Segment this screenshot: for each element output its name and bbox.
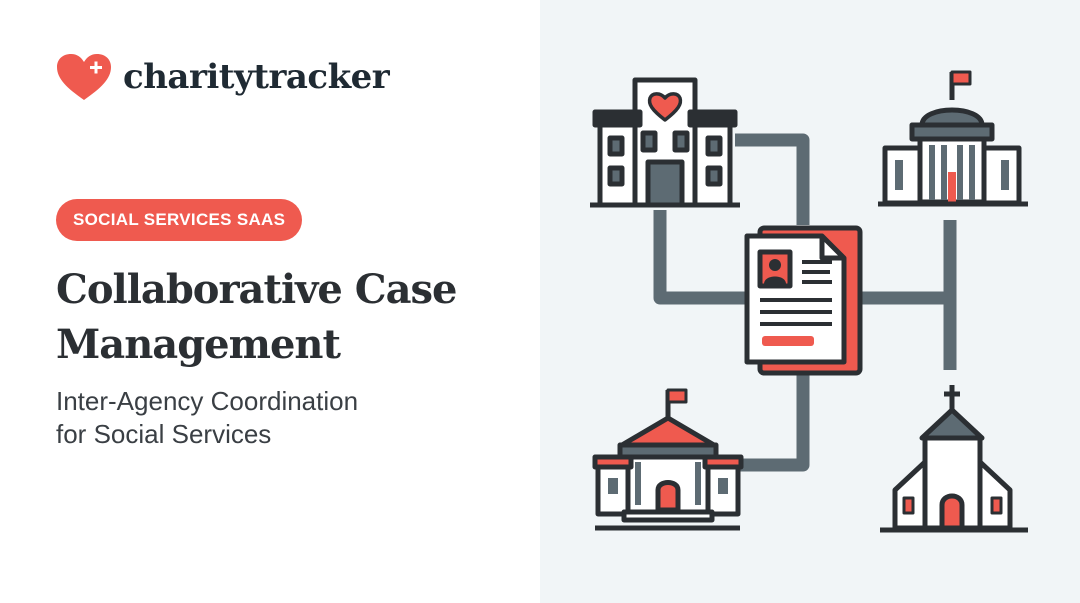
network-connectors [653, 133, 957, 472]
hospital-building-icon [590, 77, 740, 208]
subtitle-line-2: for Social Services [56, 419, 272, 449]
church-icon [880, 385, 1028, 533]
brand-name: charitytracker [123, 57, 390, 97]
left-panel: charitytracker SOCIAL SERVICES SAAS Coll… [55, 52, 526, 451]
heart-plus-icon [57, 54, 111, 100]
title-line-1: Collaborative Case [56, 266, 457, 313]
page-title: Collaborative Case Management [56, 262, 526, 372]
brand-logo[interactable]: charitytracker [55, 52, 390, 102]
illustration-panel [540, 0, 1080, 603]
government-building-icon [878, 70, 1028, 207]
subtitle-line-1: Inter-Agency Coordination [56, 386, 359, 416]
case-document-icon [744, 225, 863, 376]
page-subtitle: Inter-Agency Coordination for Social Ser… [56, 385, 516, 451]
category-badge: SOCIAL SERVICES SAAS [56, 199, 303, 241]
agency-network-illustration [590, 70, 1028, 533]
title-line-2: Management [56, 321, 341, 368]
courthouse-icon [592, 388, 744, 531]
